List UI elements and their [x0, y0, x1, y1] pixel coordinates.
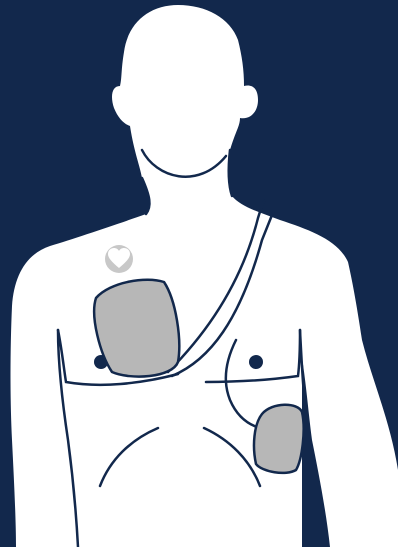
electrode-pad-upper [94, 280, 179, 377]
nipple-right [249, 355, 263, 369]
heart-icon [105, 245, 133, 273]
electrode-pad-lower [254, 405, 304, 473]
